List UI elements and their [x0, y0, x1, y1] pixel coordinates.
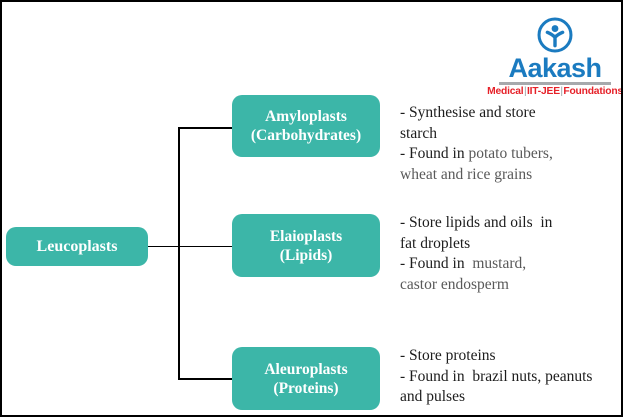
description-line: - Found in mustard, — [400, 255, 527, 272]
node-label-line1: Elaioplasts — [269, 227, 343, 245]
connector-branch-elaioplasts — [148, 245, 233, 247]
description-line: - Store proteins — [400, 347, 496, 364]
node-elaioplasts: Elaioplasts (Lipids) — [232, 214, 380, 277]
description-aleuroplasts: - Store proteins - Found in brazil nuts, … — [400, 346, 621, 408]
description-line: fat droplets — [400, 234, 471, 252]
description-amyloplasts: - Synthesise and store starch - Found in p… — [400, 103, 618, 185]
description-line: - Store lipids and oils in — [400, 214, 553, 231]
node-label-line2: (Proteins) — [273, 379, 339, 397]
node-label-line2: (Lipids) — [279, 246, 333, 264]
node-leucoplasts: Leucoplasts — [6, 227, 148, 266]
connector-vertical-trunk — [178, 127, 180, 379]
brand-wordmark: Aakash — [508, 53, 602, 83]
node-label-line1: Aleuroplasts — [264, 360, 348, 378]
description-line: - Found in brazil nuts, peanuts — [400, 367, 593, 385]
description-line: wheat and rice grains — [400, 165, 533, 183]
connector-branch-aleuroplasts — [178, 378, 233, 380]
description-line: - Synthesise and store — [400, 104, 536, 121]
node-label: Leucoplasts — [36, 238, 118, 255]
description-line: castor endosperm — [400, 275, 509, 293]
description-line: starch — [400, 124, 438, 142]
connector-branch-amyloplasts — [178, 127, 233, 129]
brand-underline — [499, 82, 611, 85]
description-elaioplasts: - Store lipids and oils in fat droplets - … — [400, 213, 618, 295]
node-label-line1: Amyloplasts — [265, 108, 347, 125]
description-line: - Found in potato tubers, — [400, 145, 553, 162]
node-aleuroplasts: Aleuroplasts (Proteins) — [232, 347, 380, 410]
logo-tagline: Medical|IIT-JEE|Foundations — [487, 86, 623, 97]
aakash-emblem-icon — [537, 17, 573, 53]
node-amyloplasts: Amyloplasts (Carbohydrates) — [232, 95, 380, 157]
aakash-logo: Aakash Medical|IIT-JEE|Foundations — [487, 16, 621, 97]
description-line: and pulses — [400, 388, 466, 405]
node-label-line2: (Carbohydrates) — [250, 127, 362, 144]
